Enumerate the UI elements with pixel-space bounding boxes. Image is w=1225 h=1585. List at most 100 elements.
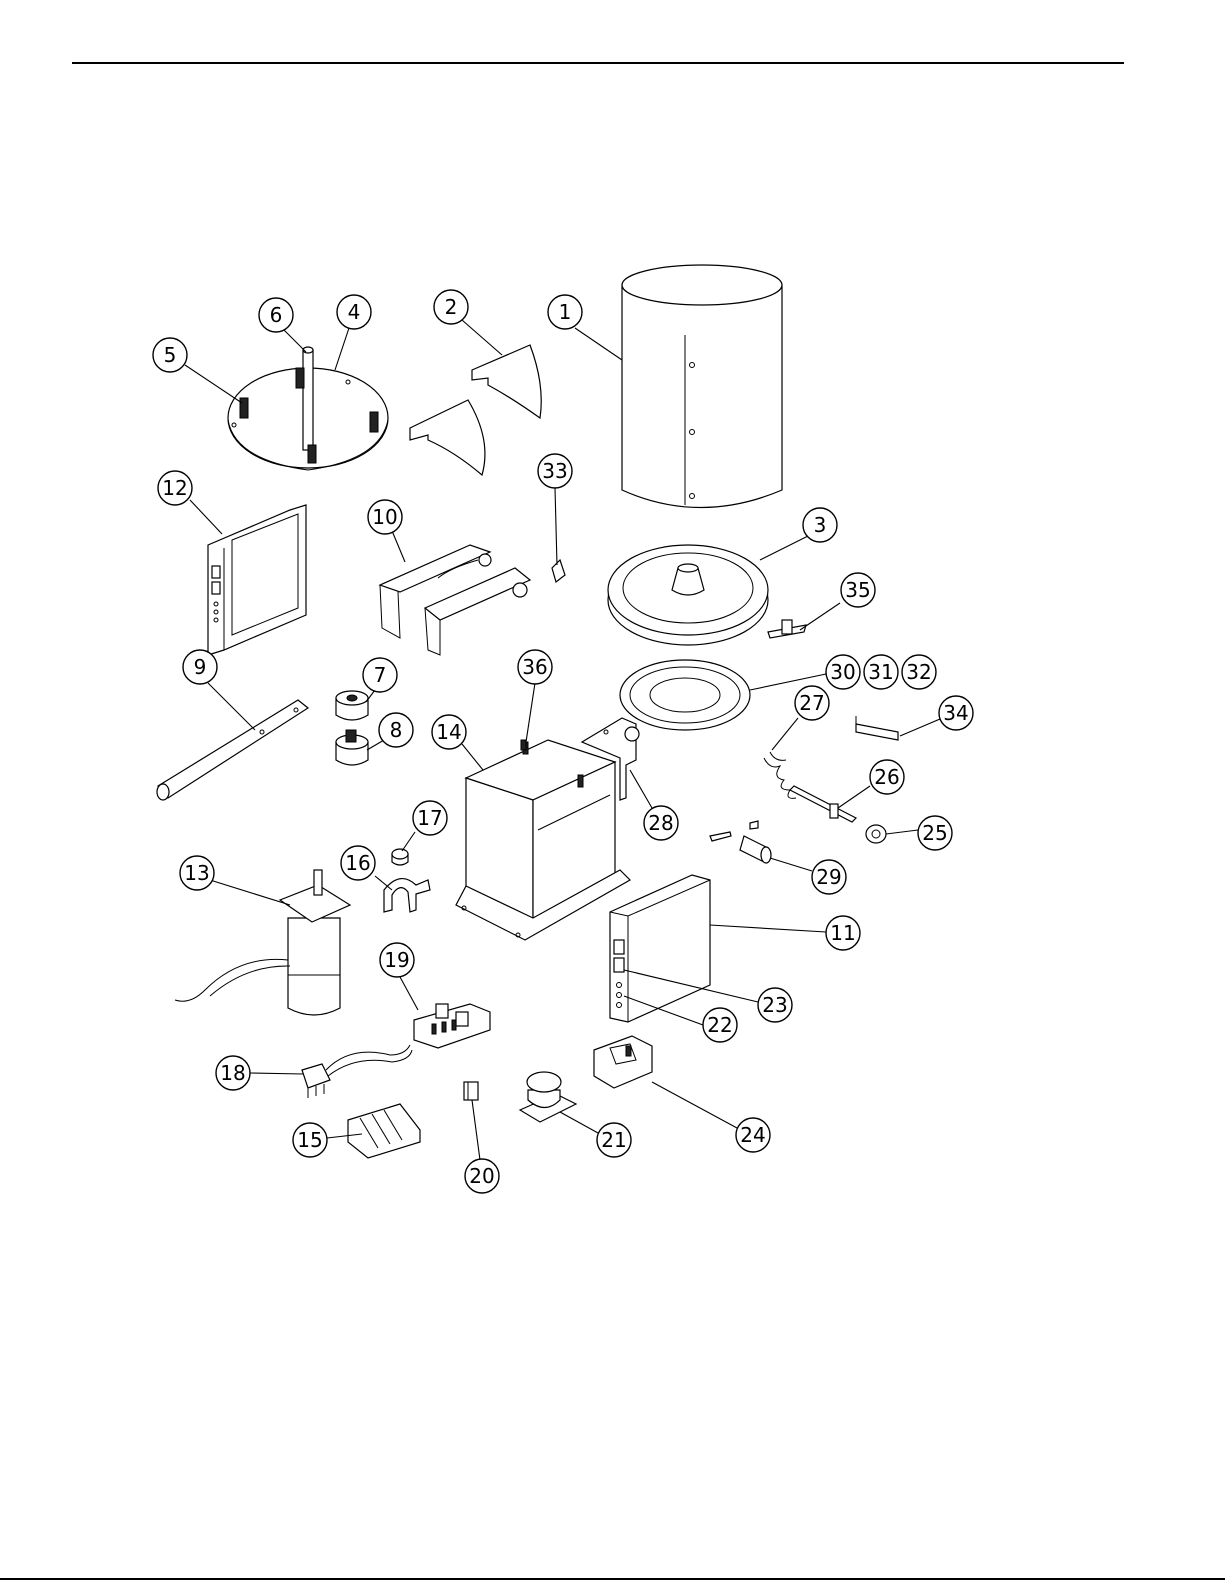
callout-27: 27 <box>795 686 829 720</box>
callout-11-label: 11 <box>830 921 855 945</box>
callout-1: 1 <box>548 295 582 329</box>
part-18-plug <box>302 1045 412 1098</box>
callout-5: 5 <box>153 338 187 372</box>
callout-32-label: 32 <box>906 660 931 684</box>
part-21-dial <box>520 1072 576 1122</box>
callout-31: 31 <box>864 655 898 689</box>
callout-9-label: 9 <box>194 655 207 679</box>
callout-7-label: 7 <box>374 663 387 687</box>
callout-27-label: 27 <box>799 691 824 715</box>
part-3-pulley <box>608 545 768 645</box>
callout-2-label: 2 <box>445 295 458 319</box>
part-30-disc <box>620 660 750 730</box>
callout-24: 24 <box>736 1118 770 1152</box>
callout-4: 4 <box>337 295 371 329</box>
callout-35: 35 <box>841 573 875 607</box>
callout-8-label: 8 <box>390 718 403 742</box>
callout-19: 19 <box>380 943 414 977</box>
callout-31-label: 31 <box>868 660 893 684</box>
callout-22: 22 <box>703 1008 737 1042</box>
part-1-drum <box>622 265 782 508</box>
callout-34-label: 34 <box>943 701 968 725</box>
callout-32: 32 <box>902 655 936 689</box>
callout-20: 20 <box>465 1159 499 1193</box>
callout-18-label: 18 <box>220 1061 245 1085</box>
part-13-motor <box>175 870 350 1015</box>
callout-1-label: 1 <box>559 300 572 324</box>
callout-15: 15 <box>293 1123 327 1157</box>
callout-23-label: 23 <box>762 993 787 1017</box>
callout-8: 8 <box>379 713 413 747</box>
callout-24-label: 24 <box>740 1123 765 1147</box>
callout-14-label: 14 <box>436 720 461 744</box>
part-33-screw <box>552 560 565 582</box>
callout-28-label: 28 <box>648 811 673 835</box>
part-2-blades <box>410 345 541 475</box>
callout-25-label: 25 <box>922 821 947 845</box>
callout-4-label: 4 <box>348 300 361 324</box>
callout-5-label: 5 <box>164 343 177 367</box>
callout-16: 16 <box>341 846 375 880</box>
callout-15-label: 15 <box>297 1128 322 1152</box>
callout-21-label: 21 <box>601 1128 626 1152</box>
callout-26: 26 <box>870 760 904 794</box>
callout-30: 30 <box>826 655 860 689</box>
callout-6-label: 6 <box>270 303 283 327</box>
part-16-clamp <box>384 879 430 912</box>
callout-7: 7 <box>363 658 397 692</box>
callout-6: 6 <box>259 298 293 332</box>
callout-29-label: 29 <box>816 865 841 889</box>
callout-21: 21 <box>597 1123 631 1157</box>
footer-rule <box>0 1578 1225 1580</box>
callout-35-label: 35 <box>845 578 870 602</box>
callout-3: 3 <box>803 508 837 542</box>
part-8-coupler <box>336 730 368 765</box>
part-15-terminal-strip <box>348 1104 420 1158</box>
part-14-housing <box>456 740 630 940</box>
callout-19-label: 19 <box>384 948 409 972</box>
callout-10: 10 <box>368 500 402 534</box>
callout-11: 11 <box>826 916 860 950</box>
part-12-control-box <box>208 505 306 655</box>
callout-18: 18 <box>216 1056 250 1090</box>
callout-17: 17 <box>413 801 447 835</box>
part-35-clip <box>768 620 806 638</box>
callout-36-label: 36 <box>522 655 547 679</box>
part-17-nut <box>392 849 408 865</box>
callout-16-label: 16 <box>345 851 370 875</box>
part-7-bushing <box>336 691 368 720</box>
callout-33-label: 33 <box>542 459 567 483</box>
callout-20-label: 20 <box>469 1164 494 1188</box>
callout-28: 28 <box>644 806 678 840</box>
part-11-control-module <box>610 875 710 1022</box>
part-24-relay <box>594 1036 652 1088</box>
callout-29: 29 <box>812 860 846 894</box>
callout-12-label: 12 <box>162 476 187 500</box>
callout-13-label: 13 <box>184 861 209 885</box>
callout-26-label: 26 <box>874 765 899 789</box>
callout-12: 12 <box>158 471 192 505</box>
part-19-terminal-block <box>414 1004 490 1048</box>
part-25-collar <box>866 825 886 843</box>
part-27-spring <box>764 752 796 798</box>
callout-10-label: 10 <box>372 505 397 529</box>
callout-33: 33 <box>538 454 572 488</box>
part-26-shaft <box>790 786 856 822</box>
callout-30-label: 30 <box>830 660 855 684</box>
callout-23: 23 <box>758 988 792 1022</box>
callout-25: 25 <box>918 816 952 850</box>
part-29-sleeve <box>710 821 771 863</box>
part-34-angle <box>856 716 898 740</box>
part-9-handle <box>157 700 308 800</box>
callout-17-label: 17 <box>417 806 442 830</box>
part-10-bracket <box>380 545 530 655</box>
callout-13: 13 <box>180 856 214 890</box>
part-20-block <box>464 1082 478 1100</box>
callout-9: 9 <box>183 650 217 684</box>
callout-2: 2 <box>434 290 468 324</box>
part-36-pin <box>521 740 526 750</box>
part-4-base-plate <box>228 347 388 470</box>
callout-14: 14 <box>432 715 466 749</box>
